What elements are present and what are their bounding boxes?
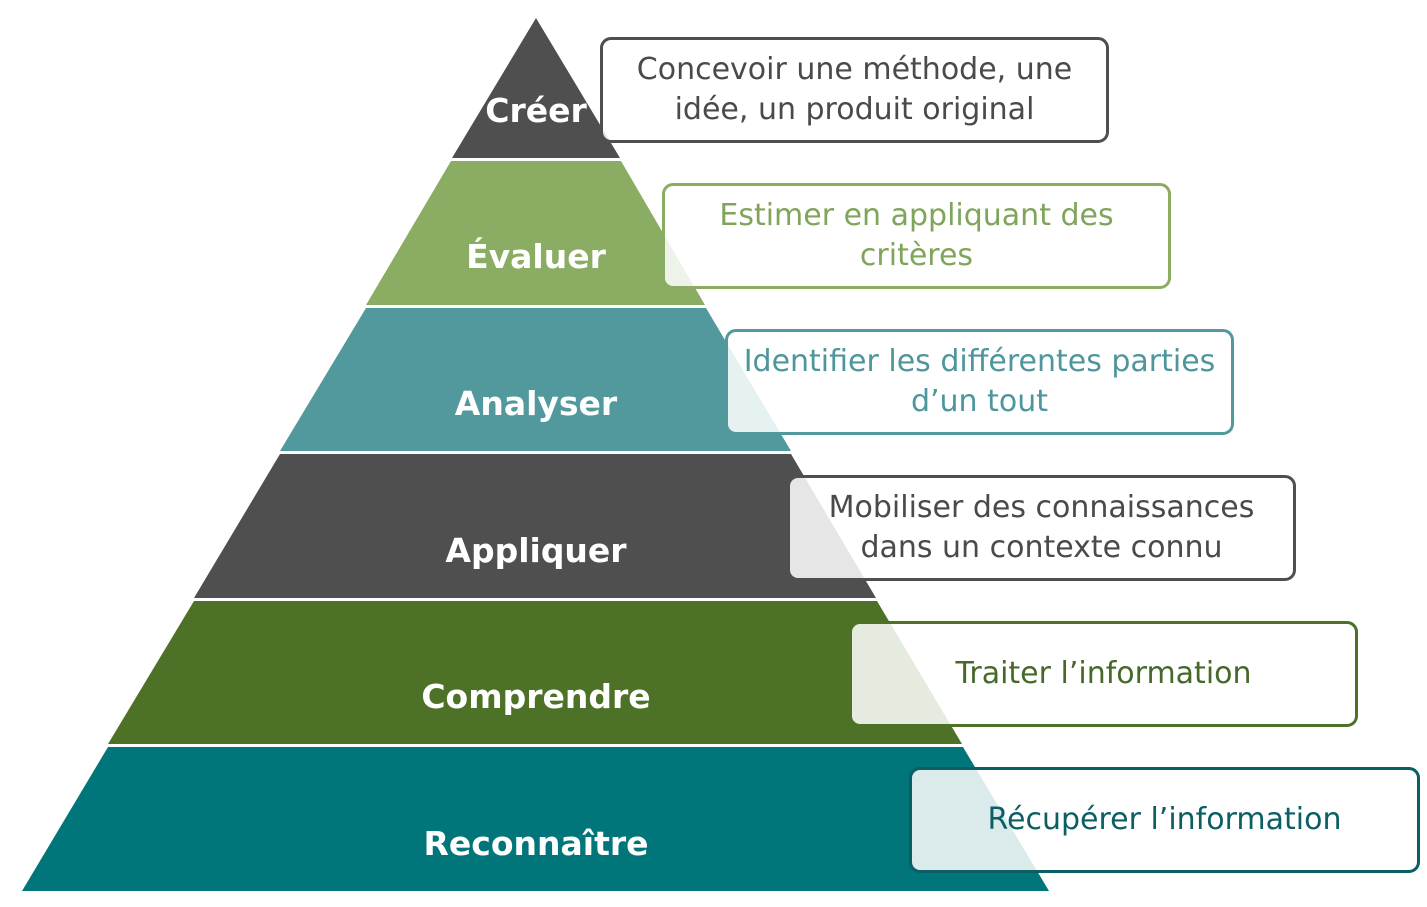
level-label-appliquer: Appliquer	[445, 531, 627, 570]
level-analyser-band	[280, 308, 791, 451]
level-reconnaitre-band	[22, 747, 1049, 891]
level-appliquer-band	[194, 454, 876, 598]
level-label-evaluer: Évaluer	[466, 237, 606, 276]
level-label-analyser: Analyser	[454, 384, 618, 423]
description-text-evaluer: Estimer en appliquant des critères	[719, 198, 1114, 273]
description-text-appliquer: Mobiliser des connaissances dans un cont…	[828, 490, 1255, 565]
level-evaluer-band	[366, 161, 705, 305]
description-box-evaluer: Estimer en appliquant des critères	[662, 183, 1171, 289]
level-label-comprendre: Comprendre	[421, 677, 651, 716]
description-box-creer: Concevoir une méthode, une idée, un prod…	[600, 37, 1109, 143]
description-text-analyser: Identifier les différentes parties d’un …	[743, 344, 1216, 419]
level-creer-band	[452, 18, 620, 158]
description-box-reconnaitre: Récupérer l’information	[909, 767, 1420, 873]
description-box-comprendre: Traiter l’information	[849, 621, 1358, 727]
description-text-creer: Concevoir une méthode, une idée, un prod…	[636, 52, 1073, 127]
level-label-reconnaitre: Reconnaître	[423, 824, 649, 863]
description-text-comprendre: Traiter l’information	[955, 656, 1252, 691]
level-label-creer: Créer	[485, 91, 587, 130]
description-box-appliquer: Mobiliser des connaissances dans un cont…	[787, 475, 1296, 581]
level-comprendre-band	[108, 601, 962, 744]
description-box-analyser: Identifier les différentes parties d’un …	[725, 329, 1234, 435]
description-text-reconnaitre: Récupérer l’information	[987, 802, 1342, 837]
